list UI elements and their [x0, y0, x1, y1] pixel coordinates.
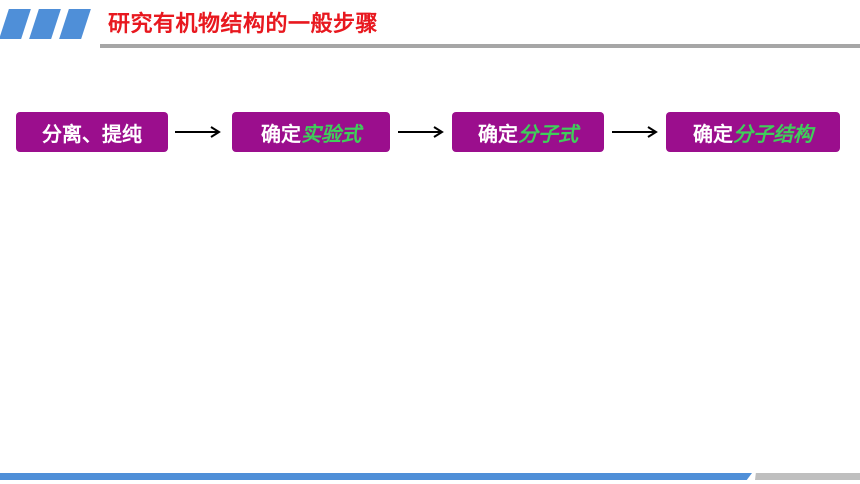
step-empirical-formula: 确定实验式 [232, 112, 390, 152]
header-bar [29, 9, 61, 39]
step-molecular-structure: 确定分子结构 [666, 112, 840, 152]
page-title: 研究有机物结构的一般步骤 [108, 12, 379, 37]
title-underline [100, 44, 860, 48]
footer-bar-gray [755, 473, 860, 480]
step-label: 确定 [261, 121, 301, 146]
footer-bar-blue [0, 473, 752, 480]
step-molecular-formula: 确定分子式 [452, 112, 604, 152]
arrow-right-icon [175, 126, 221, 138]
arrow-right-icon [398, 126, 444, 138]
step-label: 分离、提纯 [42, 121, 142, 146]
header-bar [59, 9, 91, 39]
step-separate-purify: 分离、提纯 [16, 112, 168, 152]
arrow-right-icon [612, 126, 658, 138]
step-highlight: 实验式 [301, 121, 361, 146]
step-highlight: 分子结构 [733, 121, 813, 146]
step-label: 确定 [693, 121, 733, 146]
step-highlight: 分子式 [518, 121, 578, 146]
header-bar [0, 9, 31, 39]
step-label: 确定 [478, 121, 518, 146]
header-decoration-bars [0, 9, 100, 39]
